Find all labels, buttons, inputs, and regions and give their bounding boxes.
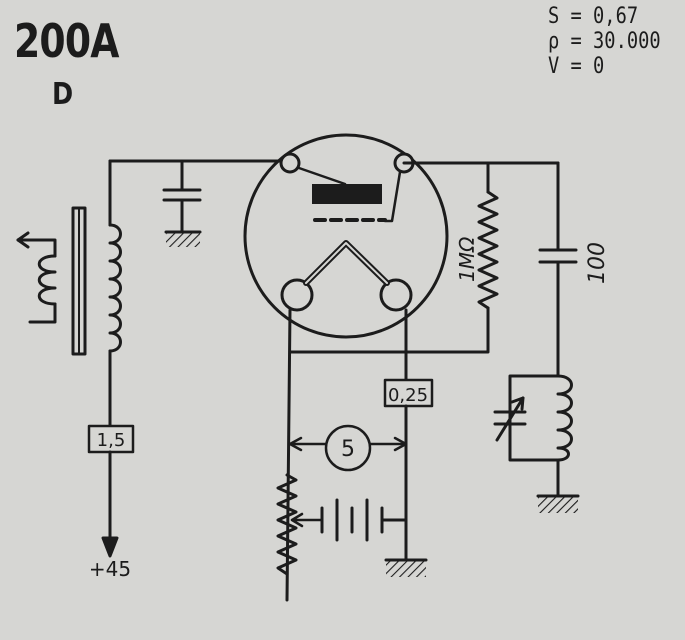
transformer-secondary: [37, 254, 57, 306]
tube-envelope: [243, 133, 449, 339]
filament-battery: [320, 498, 384, 542]
grid-leak-resistor: [477, 190, 499, 310]
variable-capacitor: [493, 410, 527, 426]
tuned-circuit: [493, 374, 580, 513]
bypass-capacitor: [162, 188, 202, 247]
grid-capacitor: [538, 248, 578, 264]
output-transformer: [16, 206, 122, 427]
filament-pin-left: [280, 278, 314, 312]
grid-capacitor-label: 100: [585, 242, 610, 284]
plate-resistor-label: 1,5: [97, 430, 126, 451]
param-resistance: ρ = 30.000: [548, 29, 661, 54]
plate-supply: [87, 424, 135, 558]
filament-pin-right: [379, 278, 413, 312]
transformer-primary: [108, 223, 122, 353]
filament-rheostat: [276, 473, 298, 576]
tube-type-title: 200A: [14, 14, 119, 68]
tuning-coil: [556, 374, 573, 462]
param-bias: V = 0: [548, 54, 605, 79]
filament-resistor-label: 0,25: [388, 385, 428, 406]
plate-voltage-label: +45: [89, 557, 131, 581]
anode-plate: [312, 184, 382, 204]
plate-pin: [279, 152, 301, 174]
top-wire: [108, 159, 292, 227]
filament-voltmeter: [324, 424, 372, 472]
grid-circuit: [288, 161, 578, 378]
filament: [303, 240, 390, 286]
tube-class-label: D: [52, 77, 74, 112]
grid-leak-label: 1MΩ: [455, 236, 479, 282]
param-transconductance: S = 0,67: [548, 4, 639, 29]
filament-circuit: [276, 308, 434, 602]
filament-meter-label: 5: [341, 437, 355, 462]
tube-parameters: S = 0,67 ρ = 30.000 V = 0: [548, 4, 661, 79]
